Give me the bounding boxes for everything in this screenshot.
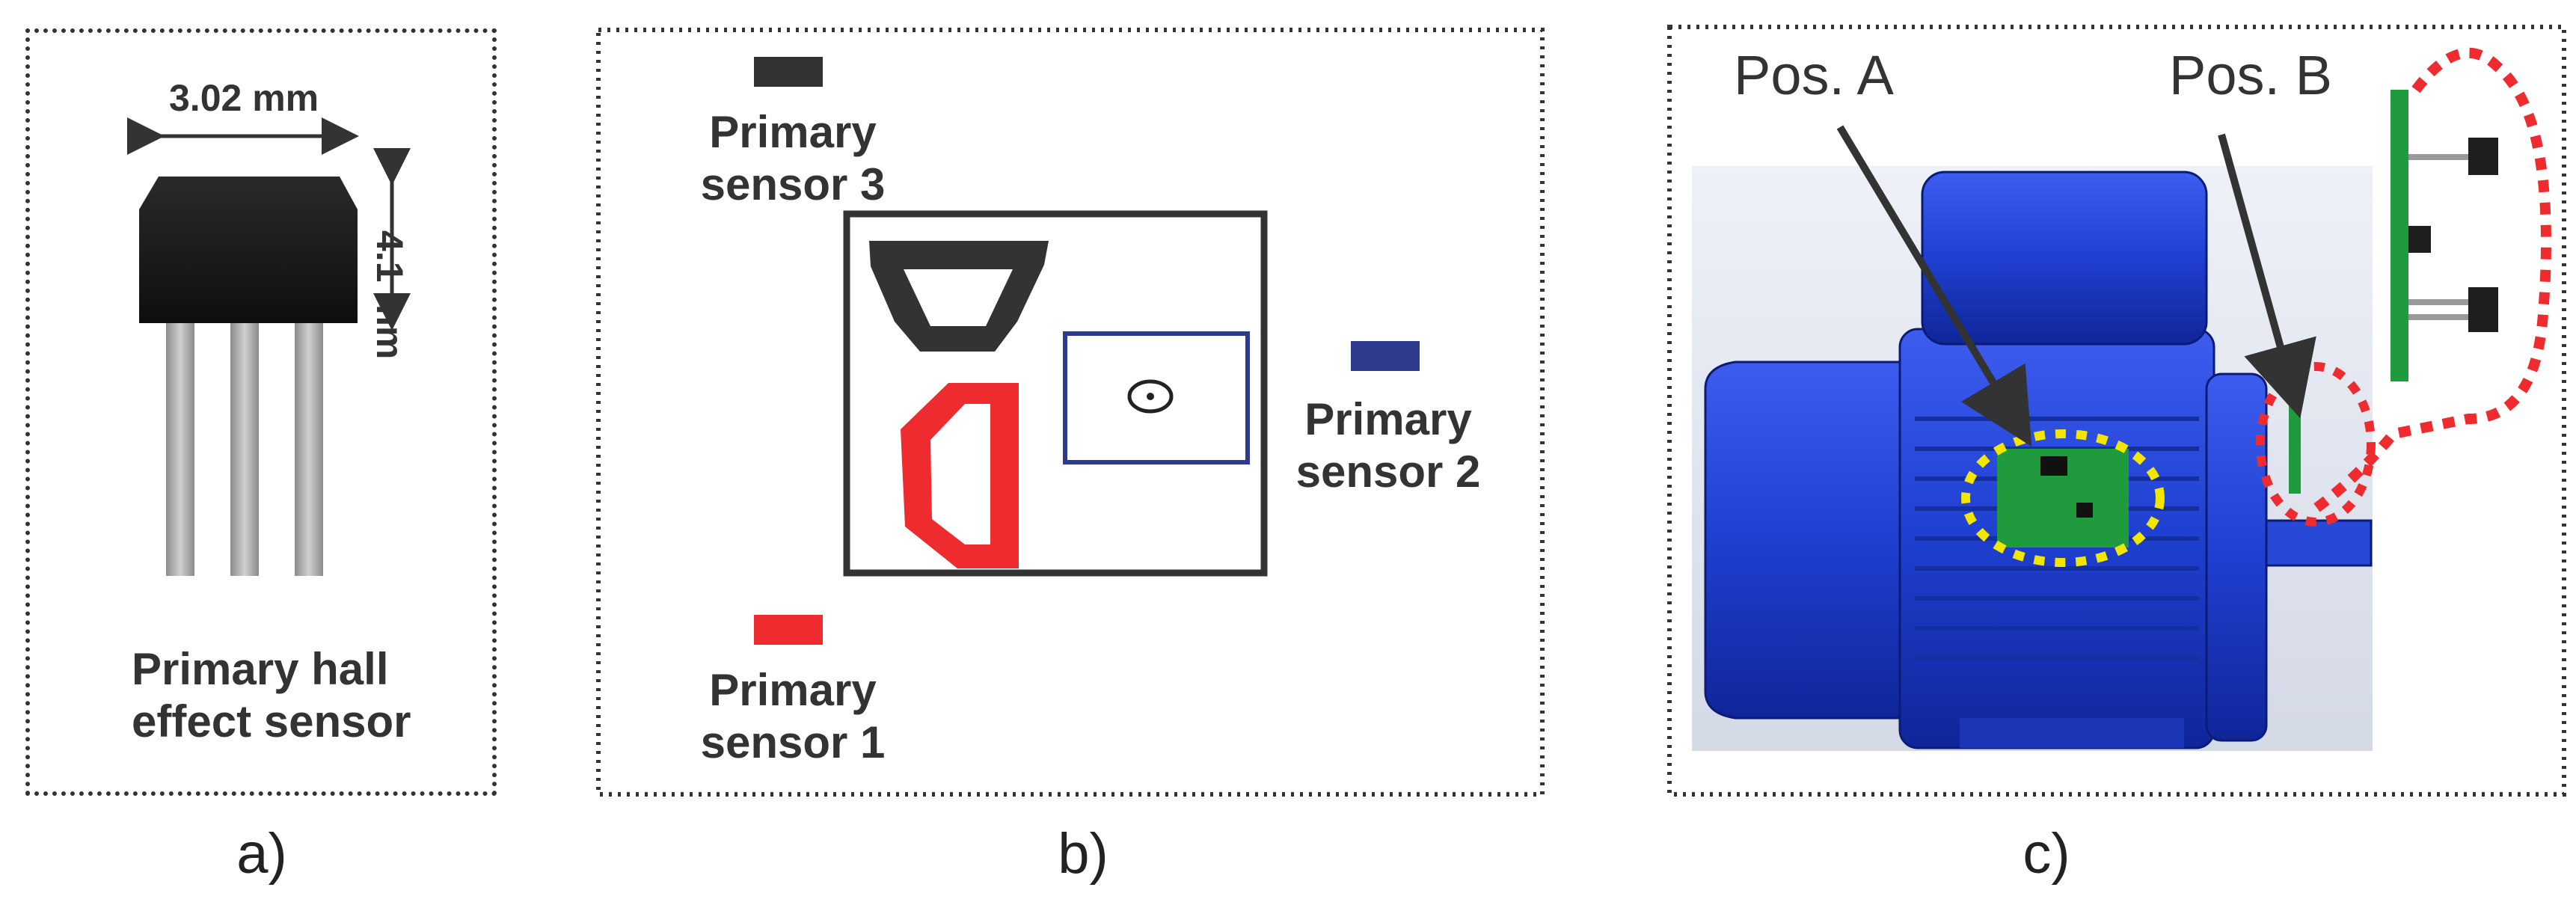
width-label: 3.02 mm	[169, 77, 319, 119]
inset-sensor-2	[2408, 226, 2431, 253]
sensor2-label-line1: Primary	[1304, 394, 1472, 444]
pcb-pos-b	[2289, 404, 2301, 494]
pos-a-label: Pos. A	[1734, 44, 1894, 106]
panel-a-title-line1: Primary hall	[132, 644, 389, 694]
sensor-leg-2	[230, 314, 259, 576]
motor-flange	[2205, 372, 2268, 742]
panel-c-frame	[1667, 25, 2566, 797]
inset-pcb	[2391, 90, 2408, 381]
pcb-pos-a-sensor	[2076, 503, 2093, 518]
inset-sensor-3	[2468, 287, 2498, 332]
inset-sensor-1	[2468, 138, 2498, 175]
sensor3-label-line1: Primary	[709, 107, 877, 157]
pos-b-arrow	[2218, 133, 2316, 419]
panel-a-title-line2: effect sensor	[132, 696, 411, 746]
panel-b-frame	[596, 28, 1545, 797]
pcb-pos-a-chip	[2040, 456, 2067, 476]
sensor2-marker	[1351, 341, 1420, 371]
sensor-body	[139, 177, 358, 323]
caption-b: b)	[1058, 822, 1108, 886]
sensor-leg-3	[295, 314, 323, 576]
red-magnet-shape	[901, 383, 1019, 568]
sensor1-label-line1: Primary	[709, 665, 877, 715]
hall-sensor-image	[139, 177, 358, 576]
rotor-box	[1063, 331, 1250, 464]
caption-c: c)	[2023, 822, 2070, 886]
panel-a-frame	[25, 28, 497, 796]
motor-outline	[843, 210, 1268, 577]
black-magnet-shape	[869, 241, 1049, 352]
pos-b-label: Pos. B	[2169, 44, 2332, 106]
sensor-leg-1	[166, 314, 194, 576]
sensor3-label-line2: sensor 3	[700, 159, 886, 209]
caption-a: a)	[236, 822, 287, 886]
sensor2-label-line2: sensor 2	[1295, 447, 1481, 497]
pos-a-arrow	[1836, 125, 2032, 447]
shaft-center	[1147, 393, 1154, 400]
sensor1-label-line2: sensor 1	[700, 717, 886, 767]
zoom-callout	[2312, 47, 2551, 513]
motor-shaft	[2265, 519, 2373, 567]
sensor1-marker	[754, 615, 823, 645]
shaft-symbol	[1127, 379, 1174, 414]
motor-end-cap	[1704, 361, 1916, 720]
motor-foot	[1960, 718, 2184, 748]
zoom-inset	[2391, 90, 2498, 381]
pos-a-highlight	[1961, 429, 2165, 567]
sensor3-marker	[754, 57, 823, 87]
height-label: 4.1 mm	[369, 230, 411, 360]
motor-terminal-box	[1921, 171, 2208, 346]
